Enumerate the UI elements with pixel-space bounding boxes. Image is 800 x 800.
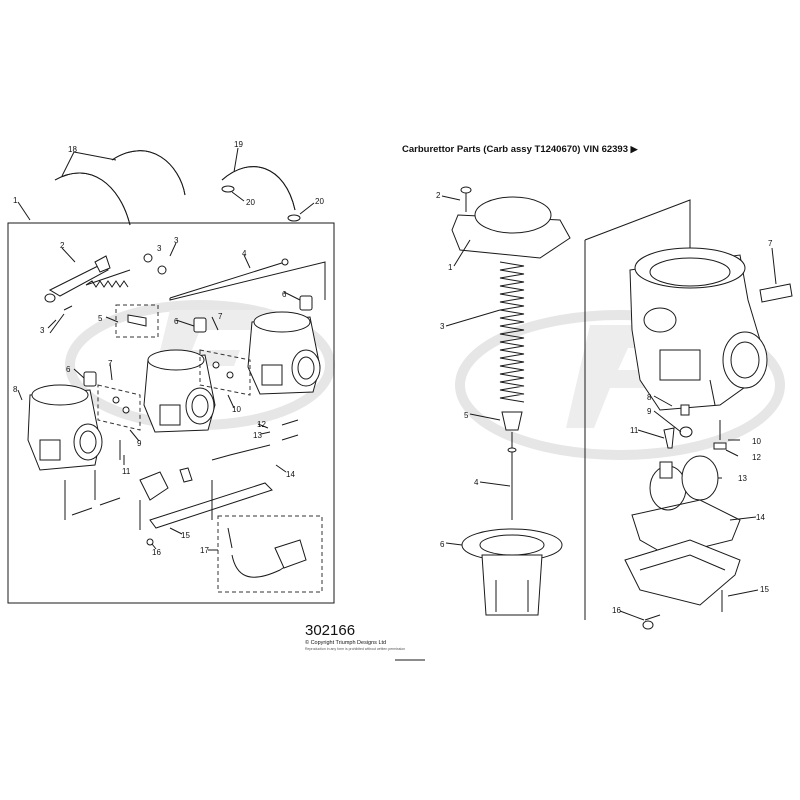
r-callout-16: 16 [612,606,621,615]
drawing-number: 302166 [305,622,356,639]
callout-15: 15 [181,531,190,540]
callout-6c: 6 [66,365,71,374]
r-callout-3: 3 [440,322,445,331]
callout-13: 13 [253,431,262,440]
callout-5: 5 [98,314,103,323]
carb-body-1 [27,384,103,471]
callout-12: 12 [257,420,266,429]
callout-20a: 20 [246,198,255,207]
callout-7b: 7 [218,312,223,321]
r-callout-13: 13 [738,474,747,483]
r-callout-2: 2 [436,191,441,200]
callout-2: 2 [60,241,65,250]
callout-10: 10 [232,405,241,414]
callout-9: 9 [137,439,142,448]
carb-body-2 [143,349,216,433]
r-callout-12: 12 [752,453,761,462]
r-callout-5: 5 [464,411,469,420]
r-callout-9: 9 [647,407,652,416]
r-callout-4: 4 [474,478,479,487]
copyright-notice: © Copyright Triumph Designs Ltd [305,640,387,646]
diagram-title-text: Carburettor Parts (Carb assy T1240670) V… [402,144,629,155]
r-callout-10: 10 [752,437,761,446]
callout-6b: 6 [174,317,179,326]
callout-18: 18 [68,145,77,154]
fine-print: Reproduction in any form is prohibited w… [305,647,406,651]
watermark-logo-right [455,310,785,460]
callout-20b: 20 [315,197,324,206]
left-assembly: 18 19 20 20 1 2 3 3 3 4 5 6 6 6 7 7 8 9 … [7,140,335,604]
callout-8: 8 [13,385,18,394]
callout-19: 19 [234,140,243,149]
title-arrow-icon: ▶ [630,144,638,154]
callout-11: 11 [122,467,131,476]
callout-17: 17 [200,546,209,555]
callout-4: 4 [242,249,247,258]
diagram-title: Carburettor Parts (Carb assy T1240670) V… [402,144,638,155]
callout-3b: 3 [40,326,45,335]
callout-1: 1 [13,196,18,205]
r-callout-1: 1 [448,263,453,272]
callout-3c: 3 [157,244,162,253]
r-callout-14: 14 [756,513,765,522]
r-callout-15: 15 [760,585,769,594]
r-callout-11: 11 [630,426,639,435]
callout-7a: 7 [108,359,113,368]
callout-6a: 6 [282,290,287,299]
r-callout-6: 6 [440,540,445,549]
r-callout-8: 8 [647,393,652,402]
callout-3a: 3 [174,236,179,245]
callout-16: 16 [152,548,161,557]
r-callout-7: 7 [768,239,773,248]
right-assembly: 2 1 3 5 4 6 7 8 9 10 11 12 13 14 15 16 [436,186,793,630]
carb-body-3 [247,311,321,395]
callout-14: 14 [286,470,295,479]
